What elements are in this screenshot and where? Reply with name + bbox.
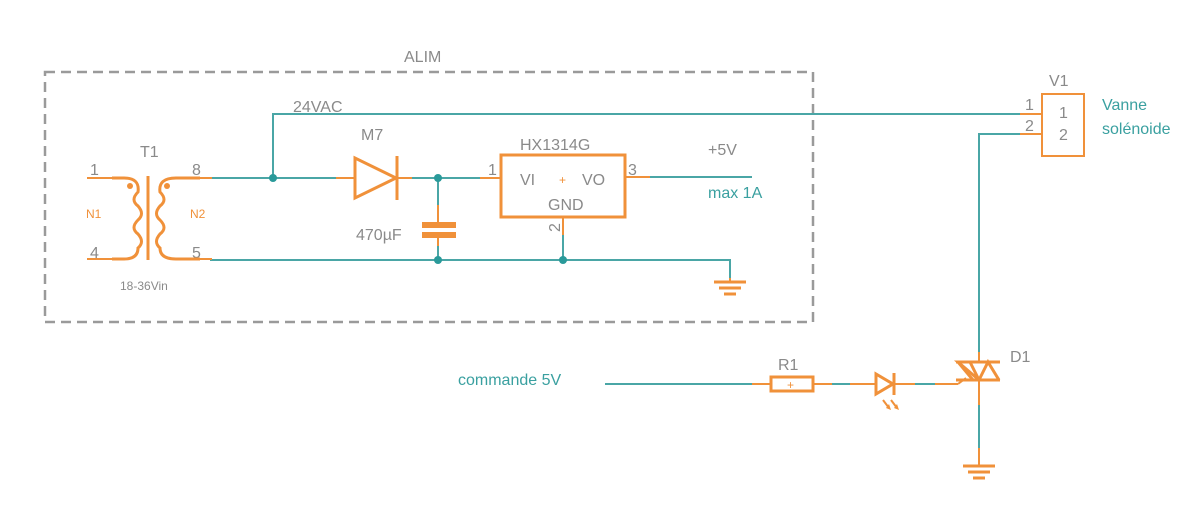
alim-frame — [43, 70, 815, 324]
valve-inner-2: 2 — [1059, 127, 1068, 144]
regulator-pin-vo: VO — [582, 172, 605, 189]
valve-pin-1: 1 — [1025, 97, 1034, 114]
capacitor-470uf[interactable]: 470µF — [356, 205, 456, 246]
t1-pin-1: 1 — [90, 162, 99, 179]
regulator-pin-3: 3 — [628, 162, 637, 179]
t1-pin-8: 8 — [192, 162, 201, 179]
valve-pin-2: 2 — [1025, 118, 1034, 135]
junction — [269, 174, 277, 182]
t1-winding-n2: N2 — [190, 207, 206, 221]
net-label-24vac: 24VAC — [293, 99, 343, 116]
t1-value: 18-36Vin — [120, 279, 168, 293]
ground-symbol-triac — [963, 448, 995, 480]
diode-m7[interactable]: M7 — [336, 127, 412, 201]
transformer-t1[interactable]: T1 1 4 8 5 N1 N2 18-36Vin — [86, 144, 212, 293]
svg-text:+: + — [559, 173, 566, 187]
light-emission-icon — [882, 399, 899, 410]
wire-valve-to-triac — [978, 133, 1022, 352]
svg-text:+: + — [787, 378, 794, 392]
ground-symbol — [714, 278, 746, 296]
valve-inner-1: 1 — [1059, 105, 1068, 122]
regulator-pin-vi: VI — [520, 172, 535, 189]
regulator-hx1314g[interactable]: HX1314G VI VO + GND 1 3 2 — [480, 137, 650, 235]
alim-frame-label: ALIM — [404, 49, 441, 66]
t1-winding-n1: N1 — [86, 207, 102, 221]
wires — [210, 113, 1022, 450]
resistor-r1[interactable]: R1 + — [752, 357, 832, 393]
valve-description-line1: Vanne — [1102, 97, 1147, 114]
valve-description-line2: solénoide — [1102, 121, 1171, 138]
regulator-pin-gnd: GND — [548, 197, 584, 214]
triac-d1[interactable]: D1 — [935, 349, 1031, 405]
regulator-pin-2: 2 — [547, 223, 564, 232]
junction — [559, 256, 567, 264]
m7-ref: M7 — [361, 127, 383, 144]
wire-gnd-rail — [210, 259, 731, 280]
net-label-command: commande 5V — [458, 372, 561, 389]
junction — [434, 256, 442, 264]
regulator-ref: HX1314G — [520, 137, 590, 154]
led[interactable] — [850, 371, 915, 410]
t1-ref: T1 — [140, 144, 159, 161]
wire-24vac — [272, 113, 1022, 178]
resistor-ref: R1 — [778, 357, 799, 374]
net-label-max-1a: max 1A — [708, 185, 763, 202]
valve-v1[interactable]: V1 1 2 1 2 — [1020, 73, 1085, 157]
triac-ref: D1 — [1010, 349, 1031, 366]
valve-ref: V1 — [1049, 73, 1069, 90]
t1-pin-5: 5 — [192, 245, 201, 262]
net-label-5v: +5V — [708, 142, 737, 159]
junction — [434, 174, 442, 182]
regulator-pin-1: 1 — [488, 162, 497, 179]
capacitor-value: 470µF — [356, 227, 402, 244]
t1-pin-4: 4 — [90, 245, 99, 262]
